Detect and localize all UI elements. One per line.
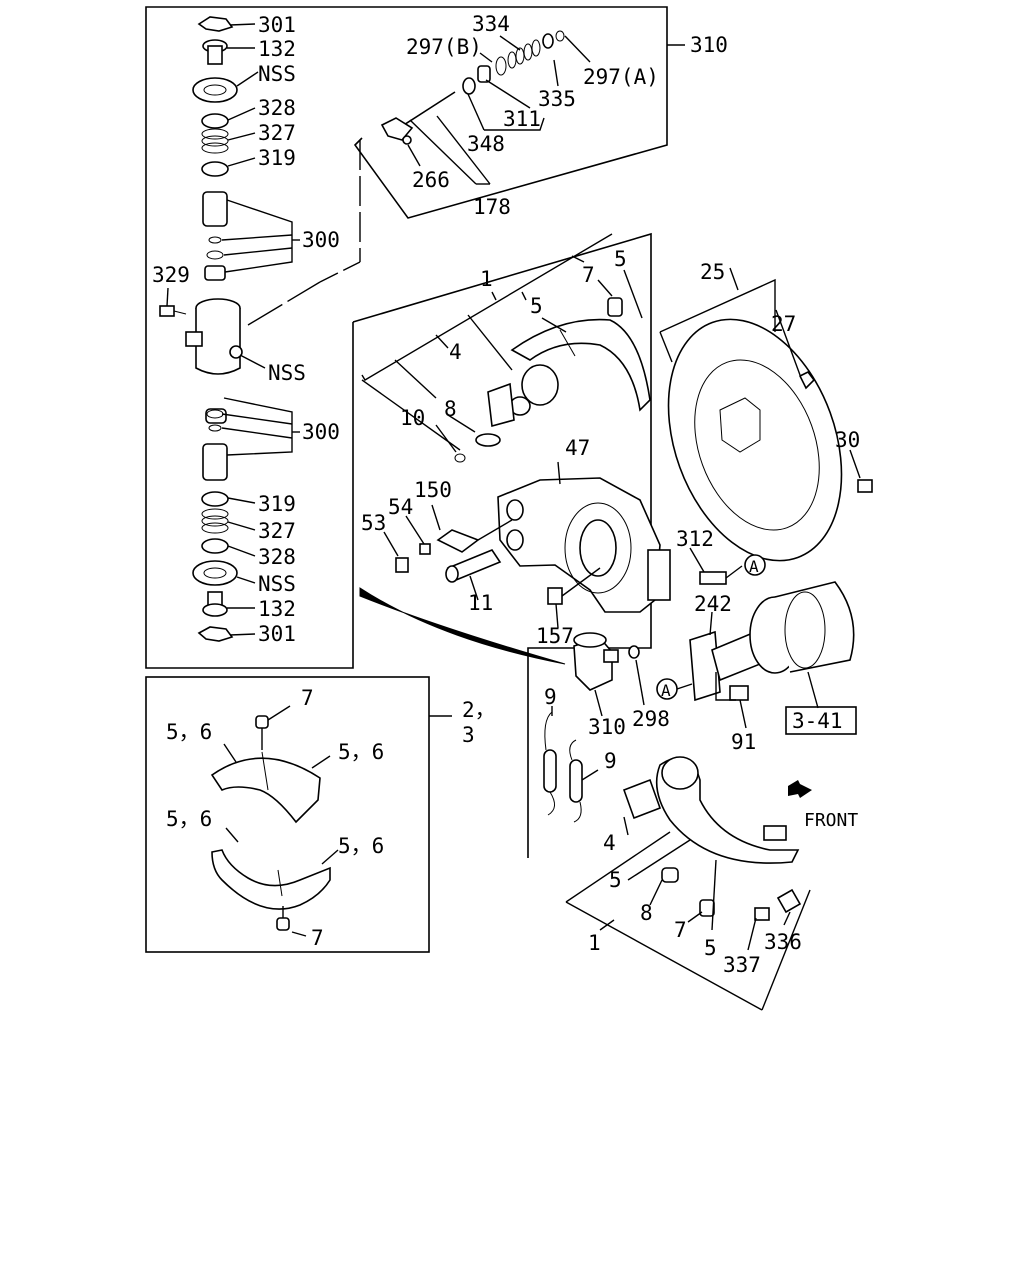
leader-lines-valve	[407, 35, 591, 185]
label-54: 54	[388, 495, 413, 519]
label-5-bottom-a: 5	[609, 868, 622, 892]
label-5-top-b: 5	[530, 294, 543, 318]
label-marker-a-2: A	[661, 681, 671, 700]
label-3-inset: 3	[462, 723, 475, 747]
label-328-top: 328	[258, 96, 296, 120]
sweep-arrow	[359, 587, 566, 665]
valve-assembly-top	[380, 30, 565, 145]
upper-brake-shoe	[454, 297, 651, 463]
bolts-mid	[547, 547, 743, 629]
label-157: 157	[536, 624, 574, 648]
label-178: 178	[473, 195, 511, 219]
label-5-6-inset-c: 5，6	[166, 807, 212, 831]
label-5-6-inset-a: 5，6	[166, 720, 212, 744]
label-nss-housing: NSS	[268, 361, 306, 385]
label-7-inset-bottom: 7	[311, 926, 324, 950]
label-10: 10	[400, 406, 425, 430]
label-335: 335	[538, 87, 576, 111]
label-front: FRONT	[804, 810, 858, 831]
leader-lines-upper-shoe	[361, 233, 643, 453]
label-7-top: 7	[582, 263, 595, 287]
label-25: 25	[700, 260, 725, 284]
label-53: 53	[361, 511, 386, 535]
label-47: 47	[565, 436, 590, 460]
label-1-bottom: 1	[588, 931, 601, 955]
camshaft-stack-lower	[192, 408, 238, 642]
label-310-mid: 310	[588, 715, 626, 739]
label-132-bottom: 132	[258, 597, 296, 621]
label-5-top-a: 5	[614, 247, 627, 271]
label-9-b: 9	[604, 749, 617, 773]
label-91: 91	[731, 730, 756, 754]
label-242: 242	[694, 592, 732, 616]
label-9-a: 9	[544, 685, 557, 709]
label-297b: 297(B)	[406, 35, 482, 59]
label-300-bottom: 300	[302, 420, 340, 444]
label-336: 336	[764, 930, 802, 954]
label-27: 27	[771, 312, 796, 336]
label-319-bottom: 319	[258, 492, 296, 516]
camshaft-stack-upper	[159, 16, 243, 375]
front-arrow-icon	[788, 780, 812, 798]
brake-spider	[497, 461, 671, 613]
label-3-41: 3-41	[792, 709, 843, 733]
label-298: 298	[632, 707, 670, 731]
label-nss-top: NSS	[258, 62, 296, 86]
backing-plate	[659, 267, 873, 562]
reference-marker-a	[656, 554, 766, 700]
label-334: 334	[472, 12, 510, 36]
label-4-bottom: 4	[603, 831, 616, 855]
callout-labels: 301 132 NSS 328 327 319 300 329 NSS 300 …	[152, 12, 860, 977]
label-8-top: 8	[444, 397, 457, 421]
label-348: 348	[467, 132, 505, 156]
label-310-top: 310	[690, 33, 728, 57]
label-301-bottom: 301	[258, 622, 296, 646]
slack-valve-mid	[573, 632, 645, 717]
leader-lines-lower-shoe	[565, 816, 811, 1011]
brake-chamber	[689, 581, 857, 735]
label-marker-a-1: A	[749, 557, 759, 576]
label-327-bottom: 327	[258, 519, 296, 543]
frame-lines	[145, 6, 685, 953]
small-hardware-left	[383, 504, 513, 573]
label-328-bottom: 328	[258, 545, 296, 569]
label-8-bottom: 8	[640, 901, 653, 925]
label-319-top: 319	[258, 146, 296, 170]
label-266: 266	[412, 168, 450, 192]
label-2-inset: 2，	[462, 698, 496, 722]
leader-lines-left	[166, 23, 300, 636]
label-301-top: 301	[258, 13, 296, 37]
label-5-6-inset-b: 5，6	[338, 740, 384, 764]
label-1-top: 1	[480, 267, 493, 291]
label-297a: 297(A)	[583, 65, 659, 89]
label-150: 150	[414, 478, 452, 502]
label-337: 337	[723, 953, 761, 977]
lower-brake-shoe	[622, 756, 802, 921]
label-5-6-inset-d: 5，6	[338, 834, 384, 858]
anchor-pin	[445, 549, 502, 601]
label-7-bottom: 7	[674, 918, 687, 942]
label-327-top: 327	[258, 121, 296, 145]
label-30: 30	[835, 428, 860, 452]
label-312: 312	[676, 527, 714, 551]
label-132-top: 132	[258, 37, 296, 61]
return-springs	[543, 706, 599, 823]
label-11: 11	[468, 591, 493, 615]
label-nss-bottom: NSS	[258, 572, 296, 596]
label-329: 329	[152, 263, 190, 287]
label-311: 311	[503, 107, 541, 131]
label-5-bottom-b: 5	[704, 936, 717, 960]
inset-lining-shoes	[210, 705, 452, 937]
label-7-inset-top: 7	[301, 686, 314, 710]
label-4-top: 4	[449, 340, 462, 364]
label-300-top: 300	[302, 228, 340, 252]
